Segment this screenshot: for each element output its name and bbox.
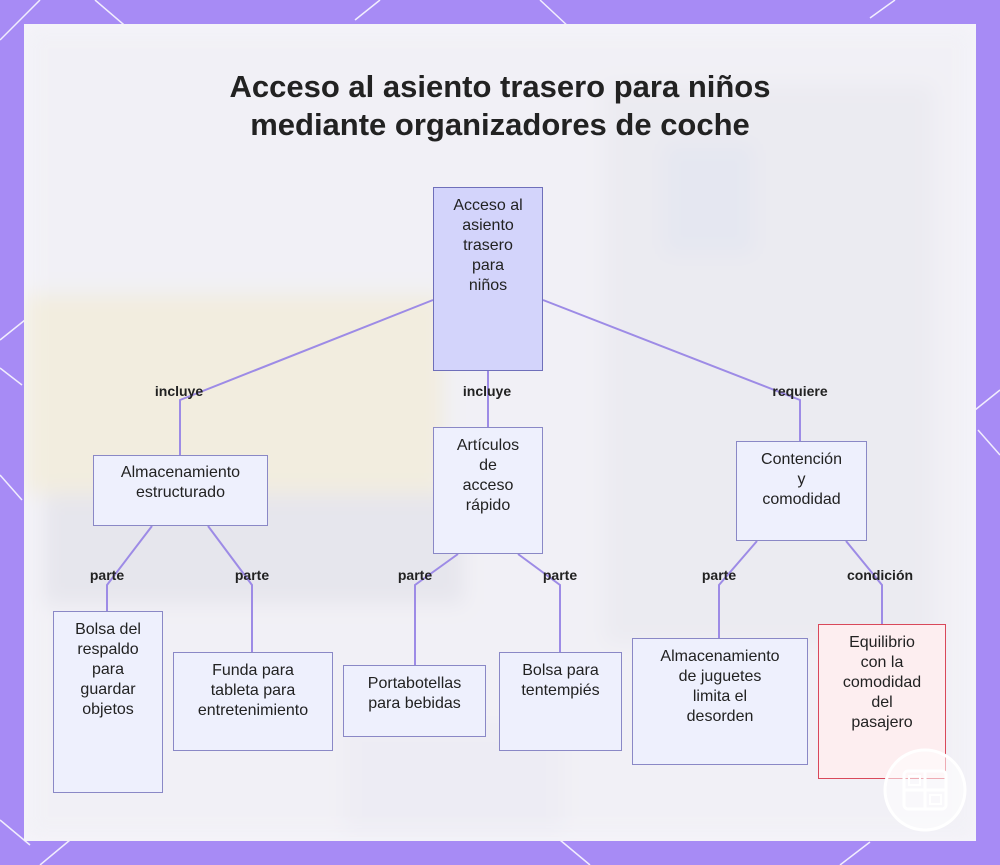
node-quick-line: acceso: [463, 476, 514, 496]
node-seat-bag-line: respaldo: [77, 640, 138, 660]
node-snack-line: Bolsa para: [522, 661, 599, 681]
node-snack-bag: Bolsa para tentempiés: [499, 652, 622, 751]
edge-label-storage-tablet: parte: [235, 567, 269, 583]
node-snack-line: tentempiés: [521, 681, 599, 701]
node-balance-line: comodidad: [843, 673, 921, 693]
node-comfort-line: y: [798, 470, 806, 490]
node-storage-line: estructurado: [136, 483, 225, 503]
node-root-line: para: [472, 256, 504, 276]
node-toy-storage: Almacenamiento de juguetes limita el des…: [632, 638, 808, 765]
node-balance-line: pasajero: [851, 713, 912, 733]
edge-label-root-comfort: requiere: [772, 383, 827, 399]
node-toys-line: desorden: [687, 707, 754, 727]
node-quick-line: Artículos: [457, 436, 519, 456]
node-root-line: niños: [469, 276, 507, 296]
node-balance-line: del: [871, 693, 892, 713]
node-balance-line: con la: [861, 653, 904, 673]
node-toys-line: Almacenamiento: [660, 647, 779, 667]
edge-root-storage: [180, 300, 433, 456]
node-toys-line: de juguetes: [679, 667, 762, 687]
node-bottle-holder: Portabotellas para bebidas: [343, 665, 486, 737]
node-bottle-line: Portabotellas: [368, 674, 461, 694]
node-root-line: trasero: [463, 236, 513, 256]
edge-storage-tablet: [208, 526, 252, 653]
node-toys-line: limita el: [693, 687, 747, 707]
edge-label-quick-snack: parte: [543, 567, 577, 583]
node-comfort-line: Contención: [761, 450, 842, 470]
node-tablet-line: tableta para: [211, 681, 296, 701]
edge-label-quick-bottle: parte: [398, 567, 432, 583]
edge-label-comfort-toys: parte: [702, 567, 736, 583]
edge-comfort-balance: [846, 541, 882, 625]
node-restraint-comfort: Contención y comodidad: [736, 441, 867, 541]
logo-watermark-icon: [882, 747, 968, 833]
node-seat-back-bag: Bolsa del respaldo para guardar objetos: [53, 611, 163, 793]
node-root: Acceso al asiento trasero para niños: [433, 187, 543, 371]
node-storage-line: Almacenamiento: [121, 463, 240, 483]
edge-root-comfort: [543, 300, 800, 442]
edge-comfort-toys: [719, 541, 757, 639]
node-seat-bag-line: objetos: [82, 700, 134, 720]
node-seat-bag-line: para: [92, 660, 124, 680]
node-bottle-line: para bebidas: [368, 694, 461, 714]
edge-label-root-quick: incluye: [463, 383, 511, 399]
edge-label-storage-seat: parte: [90, 567, 124, 583]
node-seat-bag-line: Bolsa del: [75, 620, 141, 640]
node-quick-access: Artículos de acceso rápido: [433, 427, 543, 554]
node-root-line: asiento: [462, 216, 514, 236]
node-quick-line: rápido: [466, 496, 510, 516]
node-balance-line: Equilibrio: [849, 633, 915, 653]
edge-label-root-storage: incluye: [155, 383, 203, 399]
node-tablet-case: Funda para tableta para entretenimiento: [173, 652, 333, 751]
node-seat-bag-line: guardar: [80, 680, 135, 700]
node-tablet-line: Funda para: [212, 661, 294, 681]
edge-label-comfort-balance: condición: [847, 567, 913, 583]
node-root-line: Acceso al: [453, 196, 522, 216]
node-structured-storage: Almacenamiento estructurado: [93, 455, 268, 526]
node-quick-line: de: [479, 456, 497, 476]
node-comfort-line: comodidad: [762, 490, 840, 510]
node-tablet-line: entretenimiento: [198, 701, 308, 721]
